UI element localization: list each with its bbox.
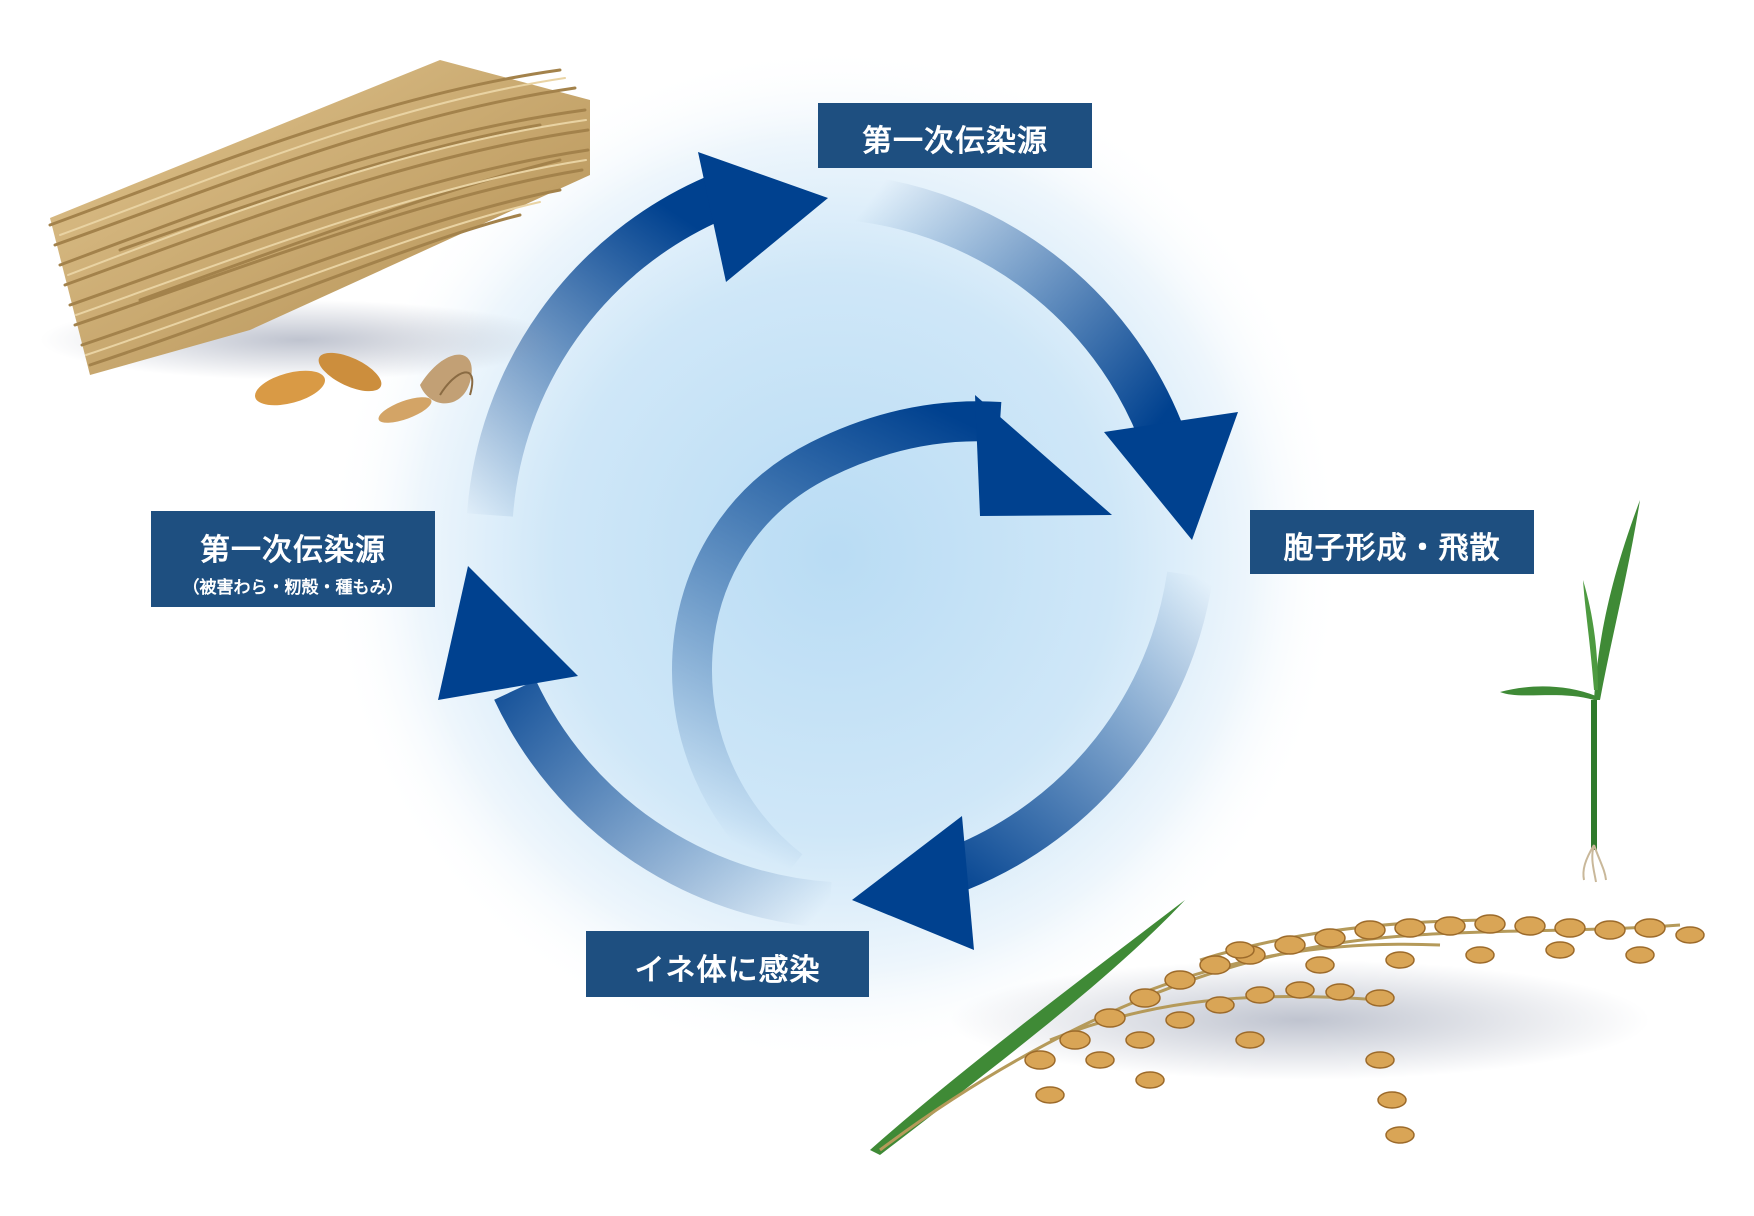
rice-panicle-illustration [870,900,1705,1155]
rice-seedling-illustration [1500,500,1640,883]
label-primary-source-top: 第一次伝染源 [818,103,1092,168]
label-spore-formation: 胞子形成・飛散 [1250,510,1534,574]
rice-husks-and-seeds-illustration [255,352,474,423]
arrow-right-to-bottom [852,571,1213,950]
label-primary-source-left-text: 第一次伝染源 [200,533,386,568]
arrow-top-to-right [853,175,1238,540]
arrow-left-to-top [467,152,828,517]
arrow-inner-secondary-infection [672,395,1112,886]
rice-straw-bundle-illustration [40,60,590,380]
label-primary-source-left: 第一次伝染源 （被害わら・籾殻・種もみ） [151,511,435,607]
label-rice-infection-text: イネ体に感染 [634,953,821,988]
label-rice-infection: イネ体に感染 [586,931,869,997]
label-primary-source-left-subtext: （被害わら・籾殻・種もみ） [182,578,404,598]
arrow-bottom-to-left [438,566,832,928]
label-spore-formation-text: 胞子形成・飛散 [1283,531,1501,566]
label-primary-source-top-text: 第一次伝染源 [862,124,1048,159]
